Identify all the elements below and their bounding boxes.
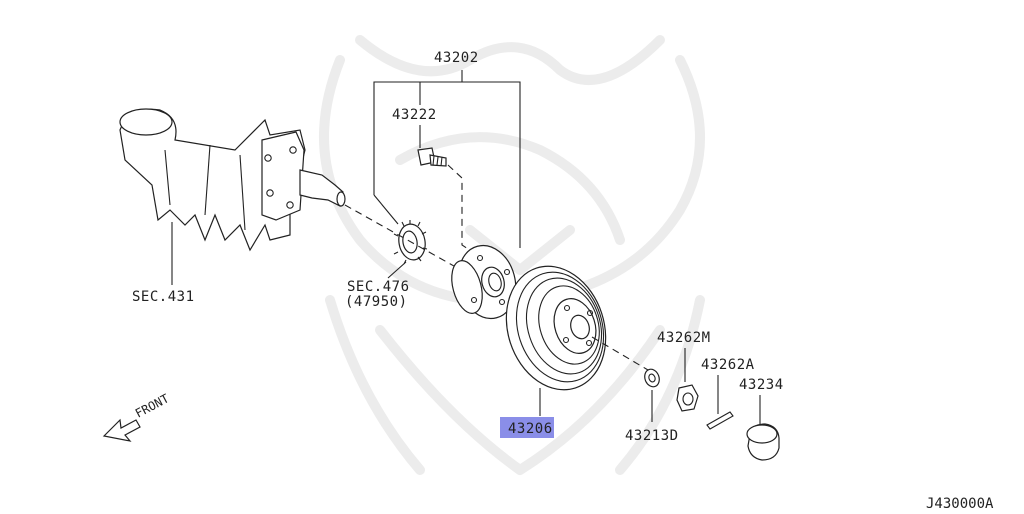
diagram-code: J430000A <box>926 496 994 510</box>
cotter-pin-drawing <box>706 411 734 430</box>
label-47950[interactable]: (47950) <box>345 294 408 310</box>
label-brake-drum-highlight <box>500 417 554 438</box>
front-indicator: FRONT <box>102 391 171 442</box>
watermark-emblem <box>319 35 705 475</box>
label-sec-431[interactable]: SEC.431 <box>132 289 195 305</box>
hub-drawing <box>451 244 517 320</box>
label-sec-476[interactable]: SEC.476 <box>347 279 410 295</box>
hub-bolt-drawing <box>417 147 447 167</box>
knuckle-drawing <box>119 108 346 252</box>
brake-drum-drawing <box>505 265 607 391</box>
label-grease-cap[interactable]: 43234 <box>739 377 784 393</box>
label-hub-nut[interactable]: 43262M <box>657 330 711 346</box>
label-cotter-pin[interactable]: 43262A <box>701 357 755 373</box>
leader-sec-476 <box>387 261 407 279</box>
hub-nut-drawing <box>676 384 699 412</box>
label-hub-assembly[interactable]: 43202 <box>434 50 479 66</box>
front-arrow-icon <box>102 418 141 442</box>
label-hub-bolt[interactable]: 43222 <box>392 107 437 123</box>
grease-cap-drawing <box>746 423 780 461</box>
drum-dash-line <box>591 336 649 371</box>
label-washer[interactable]: 43213D <box>625 428 679 444</box>
washer-drawing <box>644 368 660 388</box>
bracket-hub-assembly <box>373 81 521 248</box>
front-label: FRONT <box>133 391 171 420</box>
bracket-foot <box>373 194 399 225</box>
label-brake-drum[interactable]: 43206 <box>508 421 553 437</box>
